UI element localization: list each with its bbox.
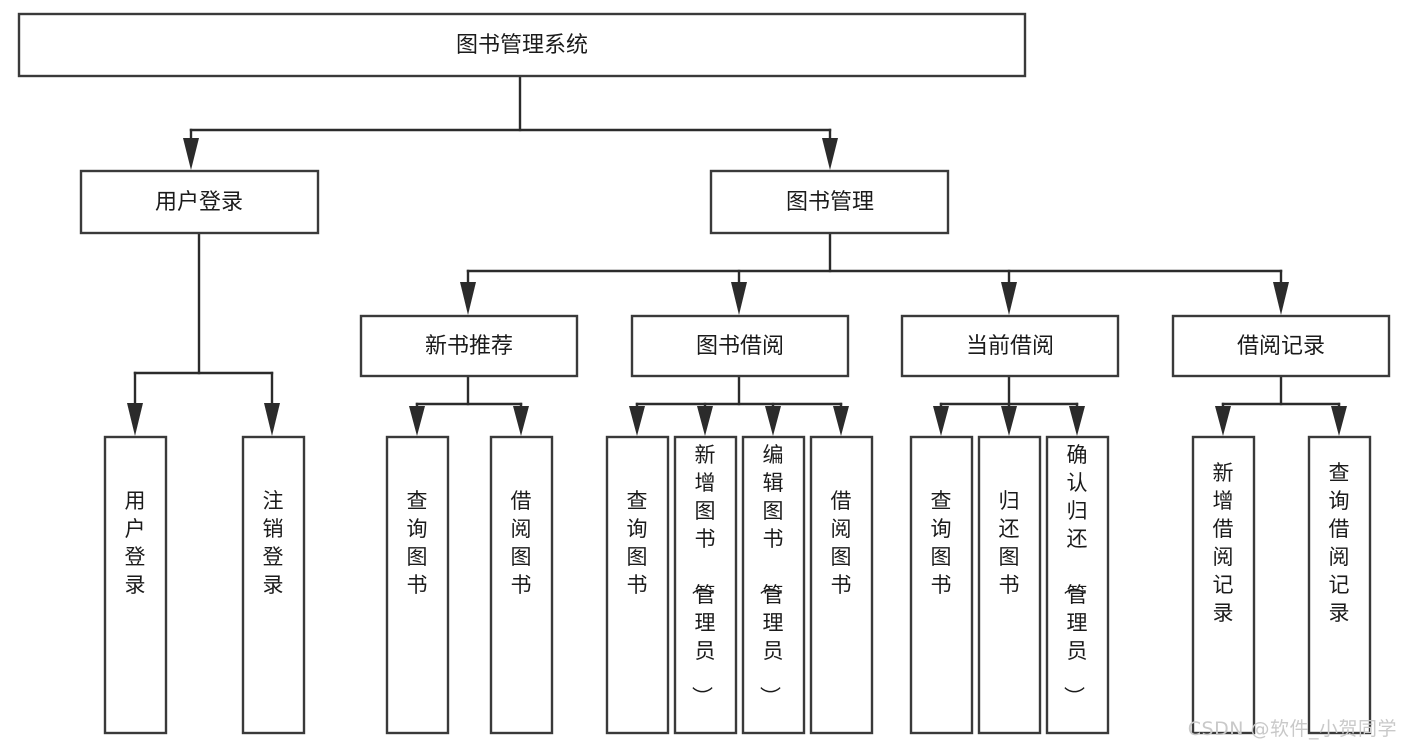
node-leaf-add-record-box[interactable] — [1191, 435, 1256, 735]
arrowhead-leaf-query-book-2 — [629, 406, 645, 436]
node-book-management[interactable]: 图书管理 — [709, 169, 950, 235]
node-current-borrow-box[interactable] — [900, 314, 1120, 378]
node-leaf-return-book-box[interactable] — [977, 435, 1042, 735]
arrowhead-leaf-return-book — [1001, 406, 1017, 436]
connectors-newbook-to-leaves — [409, 374, 529, 436]
node-leaf-query-book-2-box[interactable] — [605, 435, 670, 735]
node-leaf-borrow-book-1-label: 借阅图书 — [511, 489, 532, 597]
node-leaf-user-login[interactable]: 用户登录 — [103, 435, 168, 735]
node-leaf-query-book-3-label: 查询图书 — [931, 489, 952, 597]
node-root[interactable]: 图书管理系统 — [17, 12, 1027, 78]
node-new-book-recommend-box[interactable] — [359, 314, 579, 378]
node-user-login-label: 用户登录 — [155, 190, 243, 215]
arrowhead-leaf-edit-book — [765, 406, 781, 436]
connectors-bookborrow-to-leaves — [629, 374, 849, 436]
node-leaf-query-book-3-box[interactable] — [909, 435, 974, 735]
node-leaf-query-book-2-label: 查询图书 — [627, 489, 648, 597]
node-leaf-query-record[interactable]: 查询借阅记录 — [1307, 435, 1372, 735]
node-leaf-confirm-return-label: 确认归还（管理员） — [1062, 443, 1088, 707]
node-borrow-record[interactable]: 借阅记录 — [1171, 314, 1391, 378]
node-leaf-borrow-book-1-box[interactable] — [489, 435, 554, 735]
node-leaf-query-record-label: 查询借阅记录 — [1329, 461, 1350, 625]
node-book-borrow-label: 图书借阅 — [696, 334, 784, 359]
arrowhead-leaf-add-record — [1215, 406, 1231, 436]
arrowhead-new-book-recommend — [460, 282, 476, 315]
node-leaf-query-book-2[interactable]: 查询图书 — [605, 435, 670, 735]
node-leaf-borrow-book-2[interactable]: 借阅图书 — [809, 435, 874, 735]
node-book-borrow-box[interactable] — [630, 314, 850, 378]
node-user-login-box[interactable] — [79, 169, 320, 235]
node-book-borrow[interactable]: 图书借阅 — [630, 314, 850, 378]
node-leaf-borrow-book-2-box[interactable] — [809, 435, 874, 735]
arrowhead-borrow-record — [1273, 282, 1289, 315]
node-leaf-add-book-box[interactable] — [673, 435, 738, 735]
node-leaf-query-book-1-box[interactable] — [385, 435, 450, 735]
arrowhead-user-login — [183, 138, 199, 170]
node-leaf-user-login-box[interactable] — [103, 435, 168, 735]
connectors-booksmgmt-to-level3 — [460, 231, 1289, 315]
node-leaf-edit-book-box[interactable] — [741, 435, 806, 735]
node-borrow-record-box[interactable] — [1171, 314, 1391, 378]
node-leaf-borrow-book-1[interactable]: 借阅图书 — [489, 435, 554, 735]
connectors-userlogin-to-leaves — [127, 231, 280, 436]
arrowhead-current-borrow — [1001, 282, 1017, 315]
connectors-root-to-level2 — [183, 74, 838, 170]
arrowhead-leaf-query-book-3 — [933, 406, 949, 436]
node-leaf-add-book-label: 新增图书（管理员） — [690, 443, 716, 707]
node-new-book-recommend-label: 新书推荐 — [425, 334, 513, 359]
arrowhead-leaf-borrow-book-1 — [513, 406, 529, 436]
connectors-borrowrecord-to-leaves — [1215, 374, 1347, 436]
node-leaf-return-book[interactable]: 归还图书 — [977, 435, 1042, 735]
arrowhead-book-borrow — [731, 282, 747, 315]
node-current-borrow[interactable]: 当前借阅 — [900, 314, 1120, 378]
node-leaf-add-book[interactable]: 新增图书（管理员） — [673, 435, 738, 735]
node-leaf-confirm-return[interactable]: 确认归还（管理员） — [1045, 435, 1110, 735]
node-borrow-record-label: 借阅记录 — [1237, 334, 1325, 359]
node-current-borrow-label: 当前借阅 — [966, 334, 1054, 359]
node-user-login[interactable]: 用户登录 — [79, 169, 320, 235]
node-leaf-add-record[interactable]: 新增借阅记录 — [1191, 435, 1256, 735]
node-leaf-borrow-book-2-label: 借阅图书 — [831, 489, 852, 597]
node-leaf-query-record-box[interactable] — [1307, 435, 1372, 735]
node-book-management-box[interactable] — [709, 169, 950, 235]
node-leaf-confirm-return-box[interactable] — [1045, 435, 1110, 735]
node-leaf-query-book-3[interactable]: 查询图书 — [909, 435, 974, 735]
node-new-book-recommend[interactable]: 新书推荐 — [359, 314, 579, 378]
arrowhead-leaf-user-logout — [264, 403, 280, 436]
arrowhead-leaf-borrow-book-2 — [833, 406, 849, 436]
node-leaf-edit-book-label: 编辑图书（管理员） — [758, 443, 784, 707]
node-leaf-user-logout-label: 注销登录 — [263, 489, 284, 597]
arrowhead-leaf-user-login — [127, 403, 143, 436]
node-root-label: 图书管理系统 — [456, 33, 588, 58]
node-leaf-user-logout[interactable]: 注销登录 — [241, 435, 306, 735]
node-leaf-query-book-1[interactable]: 查询图书 — [385, 435, 450, 735]
arrowhead-leaf-confirm-return — [1069, 406, 1085, 436]
node-root-box[interactable] — [17, 12, 1027, 78]
arrowhead-leaf-add-book — [697, 406, 713, 436]
node-leaf-edit-book[interactable]: 编辑图书（管理员） — [741, 435, 806, 735]
connectors-currentborrow-to-leaves — [933, 374, 1085, 436]
node-leaf-return-book-label: 归还图书 — [999, 489, 1020, 597]
node-leaf-user-login-label: 用户登录 — [125, 489, 146, 597]
node-leaf-query-book-1-label: 查询图书 — [407, 489, 428, 597]
node-book-management-label: 图书管理 — [786, 190, 874, 215]
node-leaf-add-record-label: 新增借阅记录 — [1213, 461, 1234, 625]
arrowhead-book-management — [822, 138, 838, 170]
arrowhead-leaf-query-record — [1331, 406, 1347, 436]
arrowhead-leaf-query-book-1 — [409, 406, 425, 436]
node-leaf-user-logout-box[interactable] — [241, 435, 306, 735]
